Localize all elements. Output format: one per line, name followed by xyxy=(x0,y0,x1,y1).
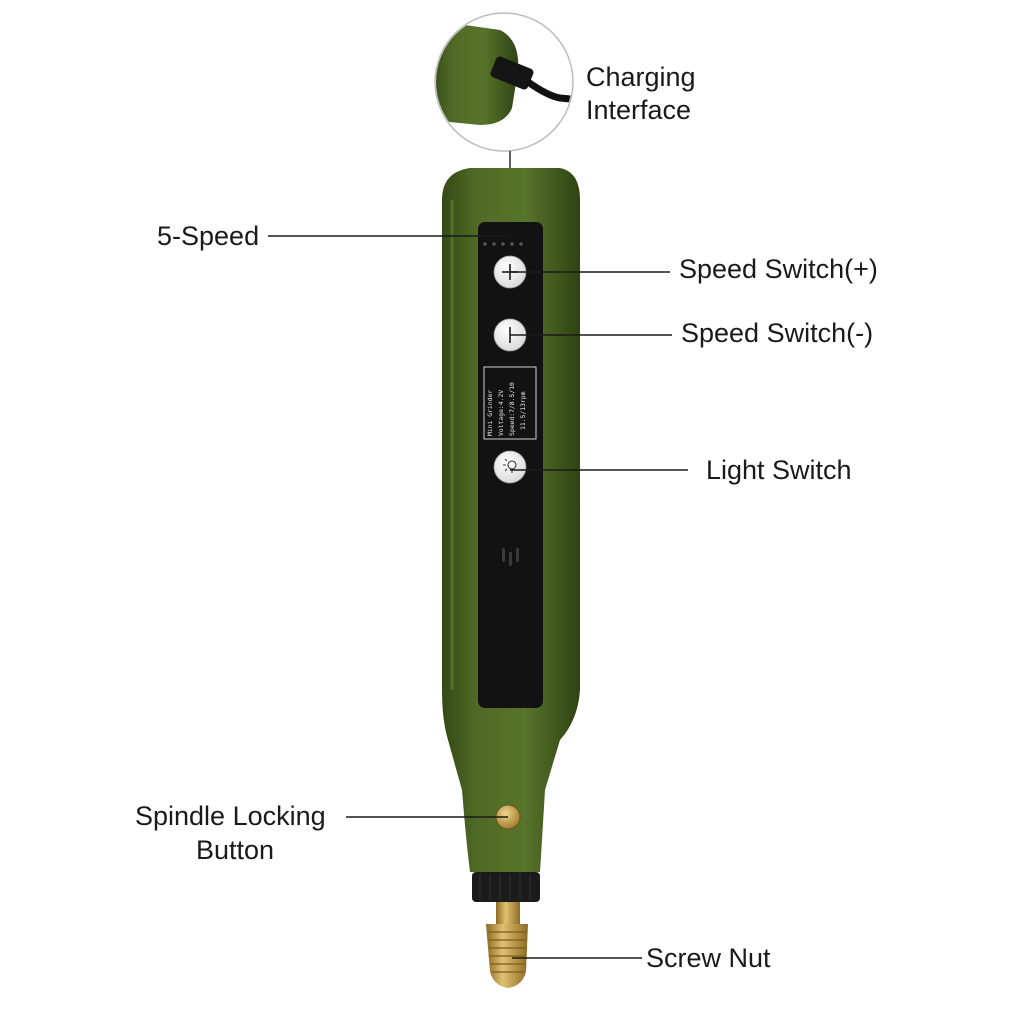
screw-nut-label: Screw Nut xyxy=(646,943,771,973)
black-collar xyxy=(472,872,540,902)
brass-shaft xyxy=(496,902,520,924)
charging-interface-label-line-1: Charging xyxy=(586,62,696,92)
spec-line-3: Speed:7/8.5/10 xyxy=(508,382,516,436)
speed-dot xyxy=(501,242,505,246)
screw-nut xyxy=(486,924,528,988)
speed-dot xyxy=(483,242,487,246)
speed-dot xyxy=(510,242,514,246)
spec-line-2: Voltage:4.2V xyxy=(497,390,505,436)
inset-tool-cap xyxy=(436,20,519,125)
spec-plate-frame xyxy=(483,366,537,440)
five-speed-label: 5-Speed xyxy=(157,221,259,251)
spec-plate: Mini Grinder Voltage:4.2V Speed:7/8.5/10… xyxy=(483,366,537,440)
spindle-lock-label-line-1: Spindle Locking xyxy=(135,801,326,831)
charging-interface-inset xyxy=(434,12,574,168)
spec-line-4: 11.5/13rpm xyxy=(519,391,527,430)
spindle-lock-label-line-2: Button xyxy=(196,835,274,865)
charging-interface-label-line-2: Interface xyxy=(586,95,691,125)
speed-indicator-dots xyxy=(483,242,523,246)
speed-minus-label: Speed Switch(-) xyxy=(681,318,873,348)
collar-ribs xyxy=(479,874,531,900)
spec-line-1: Mini Grinder xyxy=(486,390,494,436)
callout-labels: Charging Interface 5-Speed Speed Switch(… xyxy=(135,62,878,973)
vent-slots xyxy=(502,548,519,566)
usb-cable-icon xyxy=(490,56,572,104)
speed-plus-label: Speed Switch(+) xyxy=(679,254,878,284)
leader-lines xyxy=(268,235,688,959)
speed-dot xyxy=(492,242,496,246)
speed-dot xyxy=(519,242,523,246)
mini-grinder-tool: Mini Grinder Voltage:4.2V Speed:7/8.5/10… xyxy=(442,168,580,988)
light-switch-label: Light Switch xyxy=(706,455,852,485)
light-switch-button[interactable] xyxy=(493,450,527,484)
